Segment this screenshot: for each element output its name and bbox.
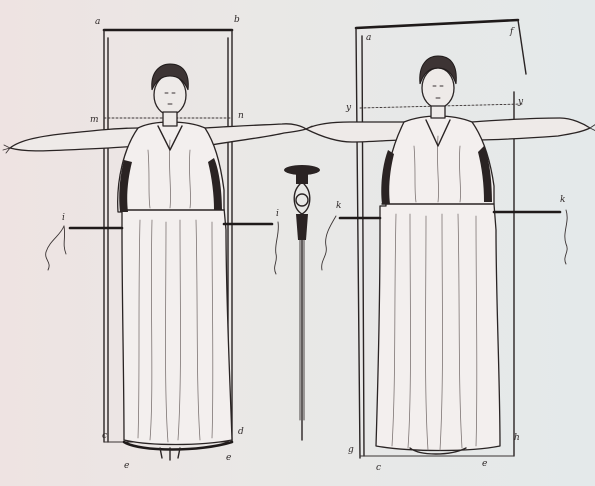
letter-left-waist-right: i	[276, 209, 279, 219]
letter-left-bottom-left: c	[102, 431, 107, 441]
letter-left-feet-right: e	[226, 453, 231, 463]
letter-left-shoulder-left: m	[90, 115, 99, 125]
right-figure-face	[422, 68, 454, 108]
central-stand	[284, 165, 320, 440]
letter-left-top-right: b	[234, 15, 240, 25]
letter-left-feet-left: e	[124, 461, 129, 471]
left-figure-face	[154, 75, 186, 115]
letter-right-shoulder-right: y	[517, 97, 524, 107]
letter-right-top-left: a	[366, 33, 371, 43]
letter-right-bottom-right: h	[514, 433, 520, 443]
left-figure	[3, 30, 313, 460]
letter-right-waist-left: k	[336, 201, 341, 211]
letter-right-feet-right: e	[482, 459, 487, 469]
letter-right-waist-right: k	[560, 195, 565, 205]
letter-right-shoulder-left: y	[345, 103, 352, 113]
letter-left-shoulder-right: n	[238, 111, 244, 121]
letter-right-feet-left: c	[376, 463, 381, 473]
letter-right-top-right: f	[509, 27, 515, 37]
letter-right-bottom-left: g	[348, 445, 354, 455]
letter-left-waist-left: i	[62, 213, 65, 223]
right-figure	[306, 20, 595, 458]
letter-left-bottom-right: d	[238, 427, 244, 437]
letter-left-top-left: a	[95, 17, 100, 27]
